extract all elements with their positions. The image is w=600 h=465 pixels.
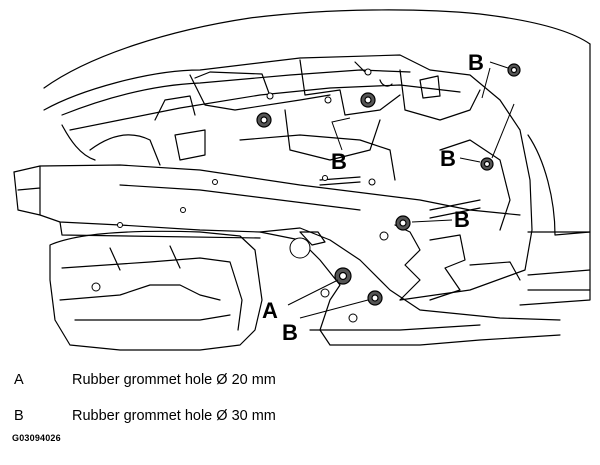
callout-b-bottom: B xyxy=(282,320,298,345)
vehicle-underbody-diagram: B B B B A B xyxy=(13,9,591,351)
side-sill xyxy=(259,227,561,321)
roof-outline xyxy=(43,9,591,89)
grommet-b-4 xyxy=(480,157,494,171)
grommet-b-1 xyxy=(256,112,272,128)
callout-b-lower-right: B xyxy=(454,207,470,232)
grommet-a xyxy=(334,267,352,285)
legend-key: A xyxy=(14,372,24,388)
upper-floor-panel xyxy=(43,54,533,301)
longitudinal-member xyxy=(13,164,521,216)
callout-b-top: B xyxy=(468,50,484,75)
legend-key: B xyxy=(14,408,24,424)
grommet-b-3 xyxy=(507,63,521,77)
rear-body-outline xyxy=(519,43,591,306)
figure-code: G03094026 xyxy=(12,433,61,443)
callout-a: A xyxy=(262,298,278,323)
rear-module xyxy=(49,230,263,351)
callout-b-center: B xyxy=(331,149,347,174)
legend-description: Rubber grommet hole Ø 20 mm xyxy=(72,372,276,388)
grommet-b-2 xyxy=(360,92,376,108)
legend-description: Rubber grommet hole Ø 30 mm xyxy=(72,408,276,424)
grommet-b-6 xyxy=(367,290,383,306)
callout-b-right: B xyxy=(440,146,456,171)
rear-fender xyxy=(527,134,591,236)
grommet-b-5 xyxy=(395,215,411,231)
